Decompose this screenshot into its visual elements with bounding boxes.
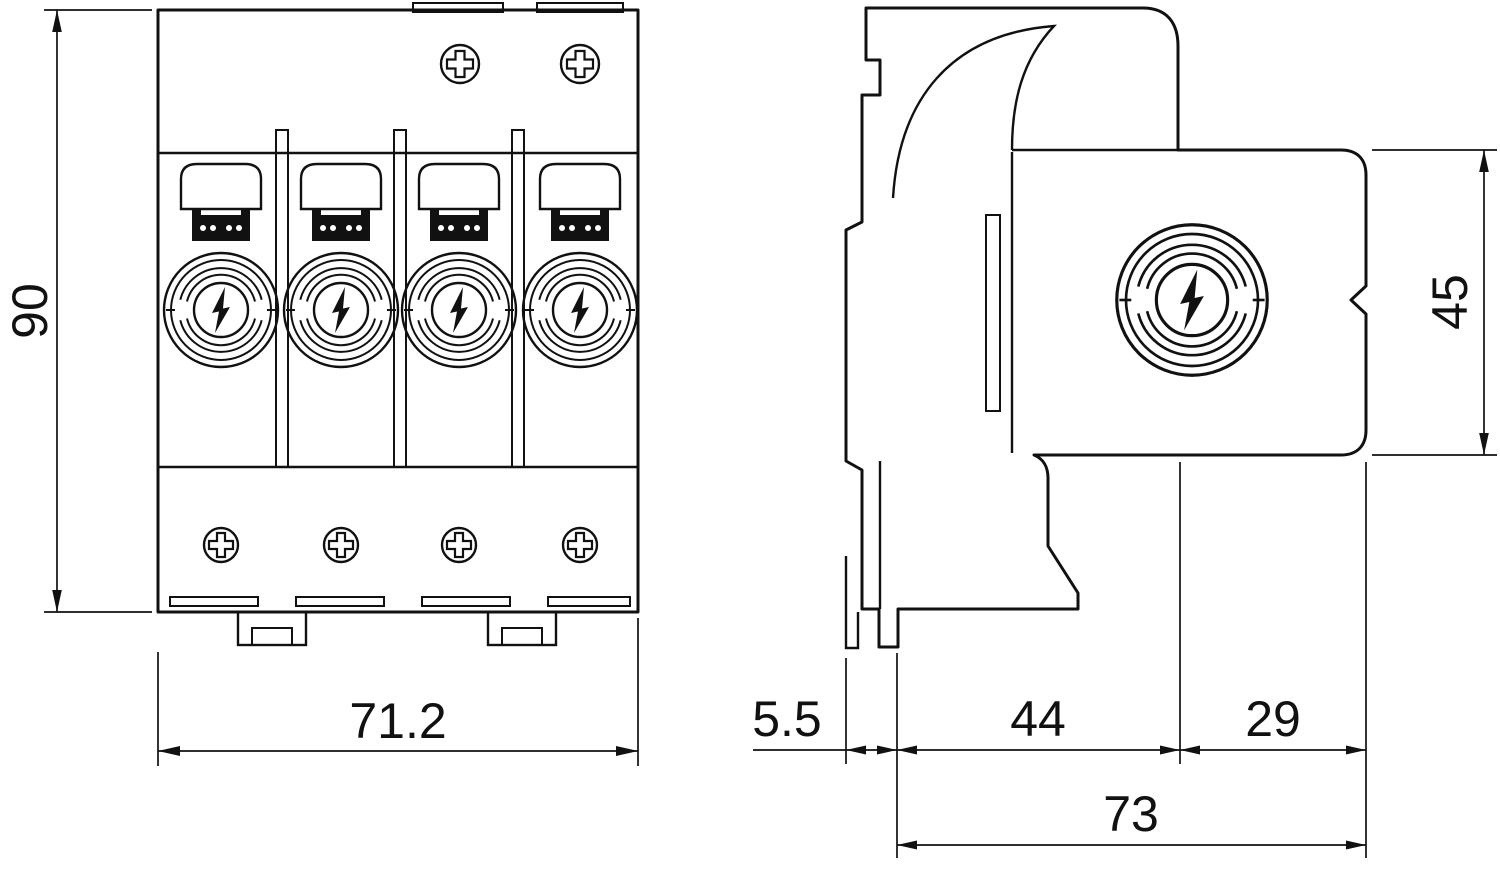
dimension-side-module-height: 45 (1372, 149, 1497, 456)
surge-lightning-logo-icon (1115, 223, 1269, 377)
terminal-screw-icon (559, 43, 601, 85)
bottom-vent-slot (421, 596, 511, 607)
dimension-side-depths: 5.5 44 29 (752, 462, 1367, 858)
top-vent-slot (412, 2, 504, 13)
terminal-screw-icon (322, 526, 360, 564)
protection-module-4 (523, 164, 637, 367)
dim-label-width: 71.2 (349, 693, 446, 749)
dimension-front-height: 90 (2, 9, 152, 613)
dim-label-module-depth: 29 (1245, 691, 1301, 747)
dim-label-rail-plate: 5.5 (752, 691, 822, 747)
side-housing-outline (844, 6, 1368, 649)
terminal-screw-icon (440, 526, 478, 564)
dimension-side-total-depth: 73 (897, 786, 1366, 850)
dimension-front-width: 71.2 (157, 618, 639, 766)
bottom-vent-slot (547, 596, 631, 607)
mounting-foot-slot (501, 627, 543, 646)
dim-label-base-depth: 44 (1010, 691, 1066, 747)
housing-hook-curve (891, 24, 1057, 199)
dim-label-module-height: 45 (1422, 274, 1478, 330)
protection-module-1 (164, 164, 278, 367)
mounting-foot-slot (251, 627, 293, 646)
terminal-screw-icon (202, 526, 240, 564)
bottom-vent-slot (295, 596, 385, 607)
housing-groove (985, 214, 1001, 412)
din-rail-clip (844, 556, 860, 650)
terminal-screw-icon (439, 43, 481, 85)
dim-label-total-depth: 73 (1103, 786, 1159, 842)
bottom-vent-slot (169, 596, 259, 607)
front-view (156, 2, 640, 647)
protection-module-2 (284, 164, 398, 367)
terminal-screw-icon (561, 526, 599, 564)
protection-module-3 (402, 164, 516, 367)
module-divider (393, 129, 407, 468)
dim-label-height: 90 (2, 283, 58, 339)
top-vent-slot (536, 2, 624, 13)
side-view (844, 6, 1368, 650)
